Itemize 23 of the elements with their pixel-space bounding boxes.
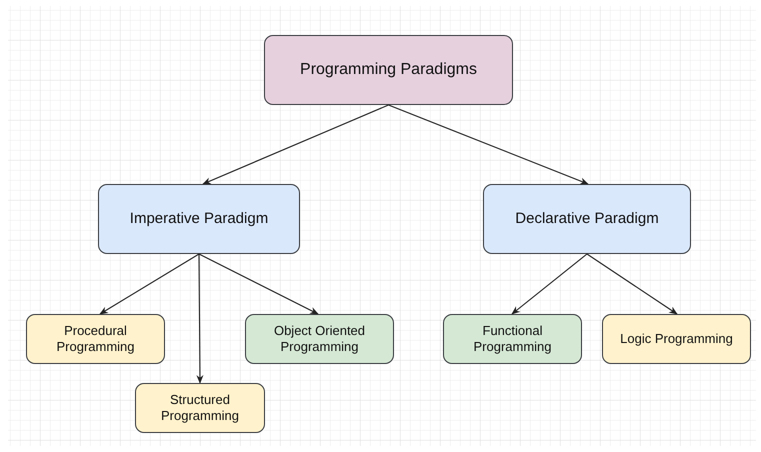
arrow — [99, 254, 200, 314]
process-box — [135, 383, 265, 433]
process-box — [26, 314, 165, 364]
node-label: Structured Programming — [160, 392, 240, 424]
arrow — [196, 254, 204, 384]
process-box — [98, 184, 300, 254]
arrow — [586, 254, 678, 314]
node-label: Logic Programming — [620, 330, 733, 348]
process-box — [602, 314, 751, 364]
node-label: Programming Paradigms — [300, 60, 477, 80]
arrow — [198, 254, 319, 314]
node-label: Procedural Programming — [55, 322, 136, 356]
node-label: Imperative Paradigm — [130, 210, 268, 228]
process-box — [264, 35, 513, 105]
node-label: Declarative Paradigm — [515, 210, 659, 228]
arrow — [511, 254, 588, 315]
node-label: Object Oriented Programming — [272, 322, 366, 356]
node-label: Functional Programming — [472, 322, 553, 356]
process-box — [483, 184, 691, 254]
arrow — [202, 104, 389, 184]
arrow — [388, 104, 589, 185]
process-box — [245, 314, 394, 364]
process-box — [443, 314, 582, 364]
